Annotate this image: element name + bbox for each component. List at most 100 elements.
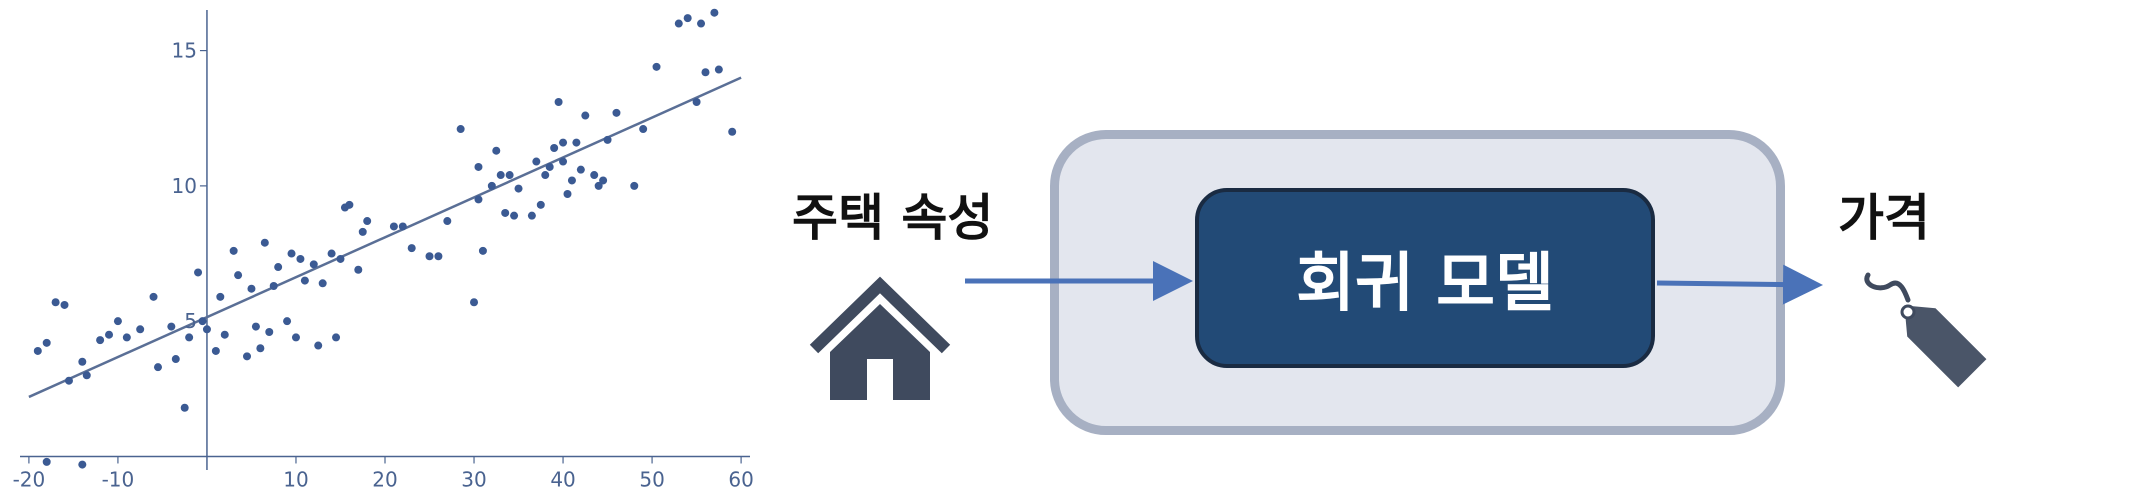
data-point <box>265 328 274 336</box>
data-point <box>314 341 323 350</box>
x-tick-label: 10 <box>283 467 308 491</box>
data-point <box>283 317 292 326</box>
data-point <box>612 108 621 117</box>
data-point <box>527 211 536 220</box>
data-point <box>336 254 345 263</box>
data-point <box>211 346 220 355</box>
data-points <box>33 8 737 469</box>
data-point <box>501 208 510 217</box>
data-point <box>603 135 612 144</box>
tick-labels: -20 -10 10 20 30 40 50 60 5 10 15 <box>13 39 754 492</box>
y-tick-label: 10 <box>171 174 196 198</box>
data-point <box>260 238 269 247</box>
data-point <box>714 65 723 74</box>
data-point <box>532 157 541 166</box>
x-tick-label: -20 <box>13 467 46 491</box>
data-point <box>363 217 372 226</box>
data-point <box>474 195 483 204</box>
data-point <box>510 211 519 220</box>
data-point <box>425 252 434 261</box>
data-point <box>358 227 367 236</box>
data-point <box>487 181 496 190</box>
data-point <box>247 284 256 293</box>
data-point <box>78 460 87 469</box>
data-point <box>710 8 719 17</box>
data-point <box>287 249 296 258</box>
data-point <box>639 125 648 134</box>
data-point <box>82 371 91 380</box>
data-point <box>64 376 73 385</box>
data-point <box>541 171 550 180</box>
data-point <box>51 298 60 307</box>
data-point <box>492 146 501 155</box>
x-tick-label: 30 <box>461 467 486 491</box>
data-point <box>545 162 554 171</box>
data-point <box>496 171 505 180</box>
output-label: 가격 <box>1838 189 1930 247</box>
data-point <box>354 265 363 274</box>
data-point <box>220 330 229 339</box>
data-point <box>202 325 211 334</box>
data-point <box>105 330 114 339</box>
data-point <box>78 357 87 366</box>
data-point <box>674 19 683 28</box>
data-point <box>434 252 443 261</box>
x-tick-label: 50 <box>639 467 664 491</box>
data-point <box>300 276 309 285</box>
data-point <box>567 176 576 185</box>
y-tick-label: 5 <box>184 309 197 333</box>
data-point <box>149 292 158 301</box>
data-point <box>470 298 479 307</box>
data-point <box>251 322 260 331</box>
data-point <box>327 249 336 258</box>
data-point <box>113 317 122 326</box>
data-point <box>594 181 603 190</box>
data-point <box>630 181 639 190</box>
input-label: 주택 속성 <box>792 189 994 247</box>
data-point <box>194 268 203 277</box>
data-point <box>33 346 42 355</box>
data-point <box>291 333 300 342</box>
data-point <box>550 144 559 152</box>
data-point <box>42 457 51 466</box>
data-point <box>296 254 305 263</box>
data-point <box>171 355 180 364</box>
data-point <box>96 336 105 345</box>
data-point <box>180 403 189 412</box>
x-tick-label: -10 <box>102 467 135 491</box>
data-point <box>345 200 354 209</box>
data-point <box>559 157 568 166</box>
data-point <box>683 14 692 23</box>
data-point <box>536 200 545 209</box>
data-point <box>652 62 661 71</box>
data-point <box>563 190 572 198</box>
data-point <box>60 300 69 309</box>
data-point <box>514 184 523 193</box>
data-point <box>243 352 252 361</box>
y-tick-label: 15 <box>171 39 196 63</box>
data-point <box>456 125 465 134</box>
regression-line <box>28 76 742 399</box>
data-point <box>256 344 265 353</box>
plot-axes <box>20 10 750 470</box>
price-tag-icon <box>1864 272 1987 388</box>
data-point <box>274 263 283 272</box>
data-point <box>167 322 176 331</box>
x-tick-label: 20 <box>372 467 397 491</box>
x-tick-label: 40 <box>550 467 575 491</box>
data-point <box>581 111 590 120</box>
data-point <box>318 279 327 288</box>
data-point <box>576 165 585 174</box>
data-point <box>122 333 131 342</box>
data-point <box>216 292 225 301</box>
data-point <box>590 171 599 180</box>
data-point <box>478 246 487 255</box>
data-point <box>559 138 568 147</box>
model-box: 회귀 모델 <box>1195 188 1655 368</box>
x-tick-label: 60 <box>728 467 753 491</box>
data-point <box>701 68 710 77</box>
data-point <box>728 127 737 136</box>
data-point <box>42 338 51 347</box>
data-point <box>692 98 701 106</box>
data-point <box>505 171 514 180</box>
